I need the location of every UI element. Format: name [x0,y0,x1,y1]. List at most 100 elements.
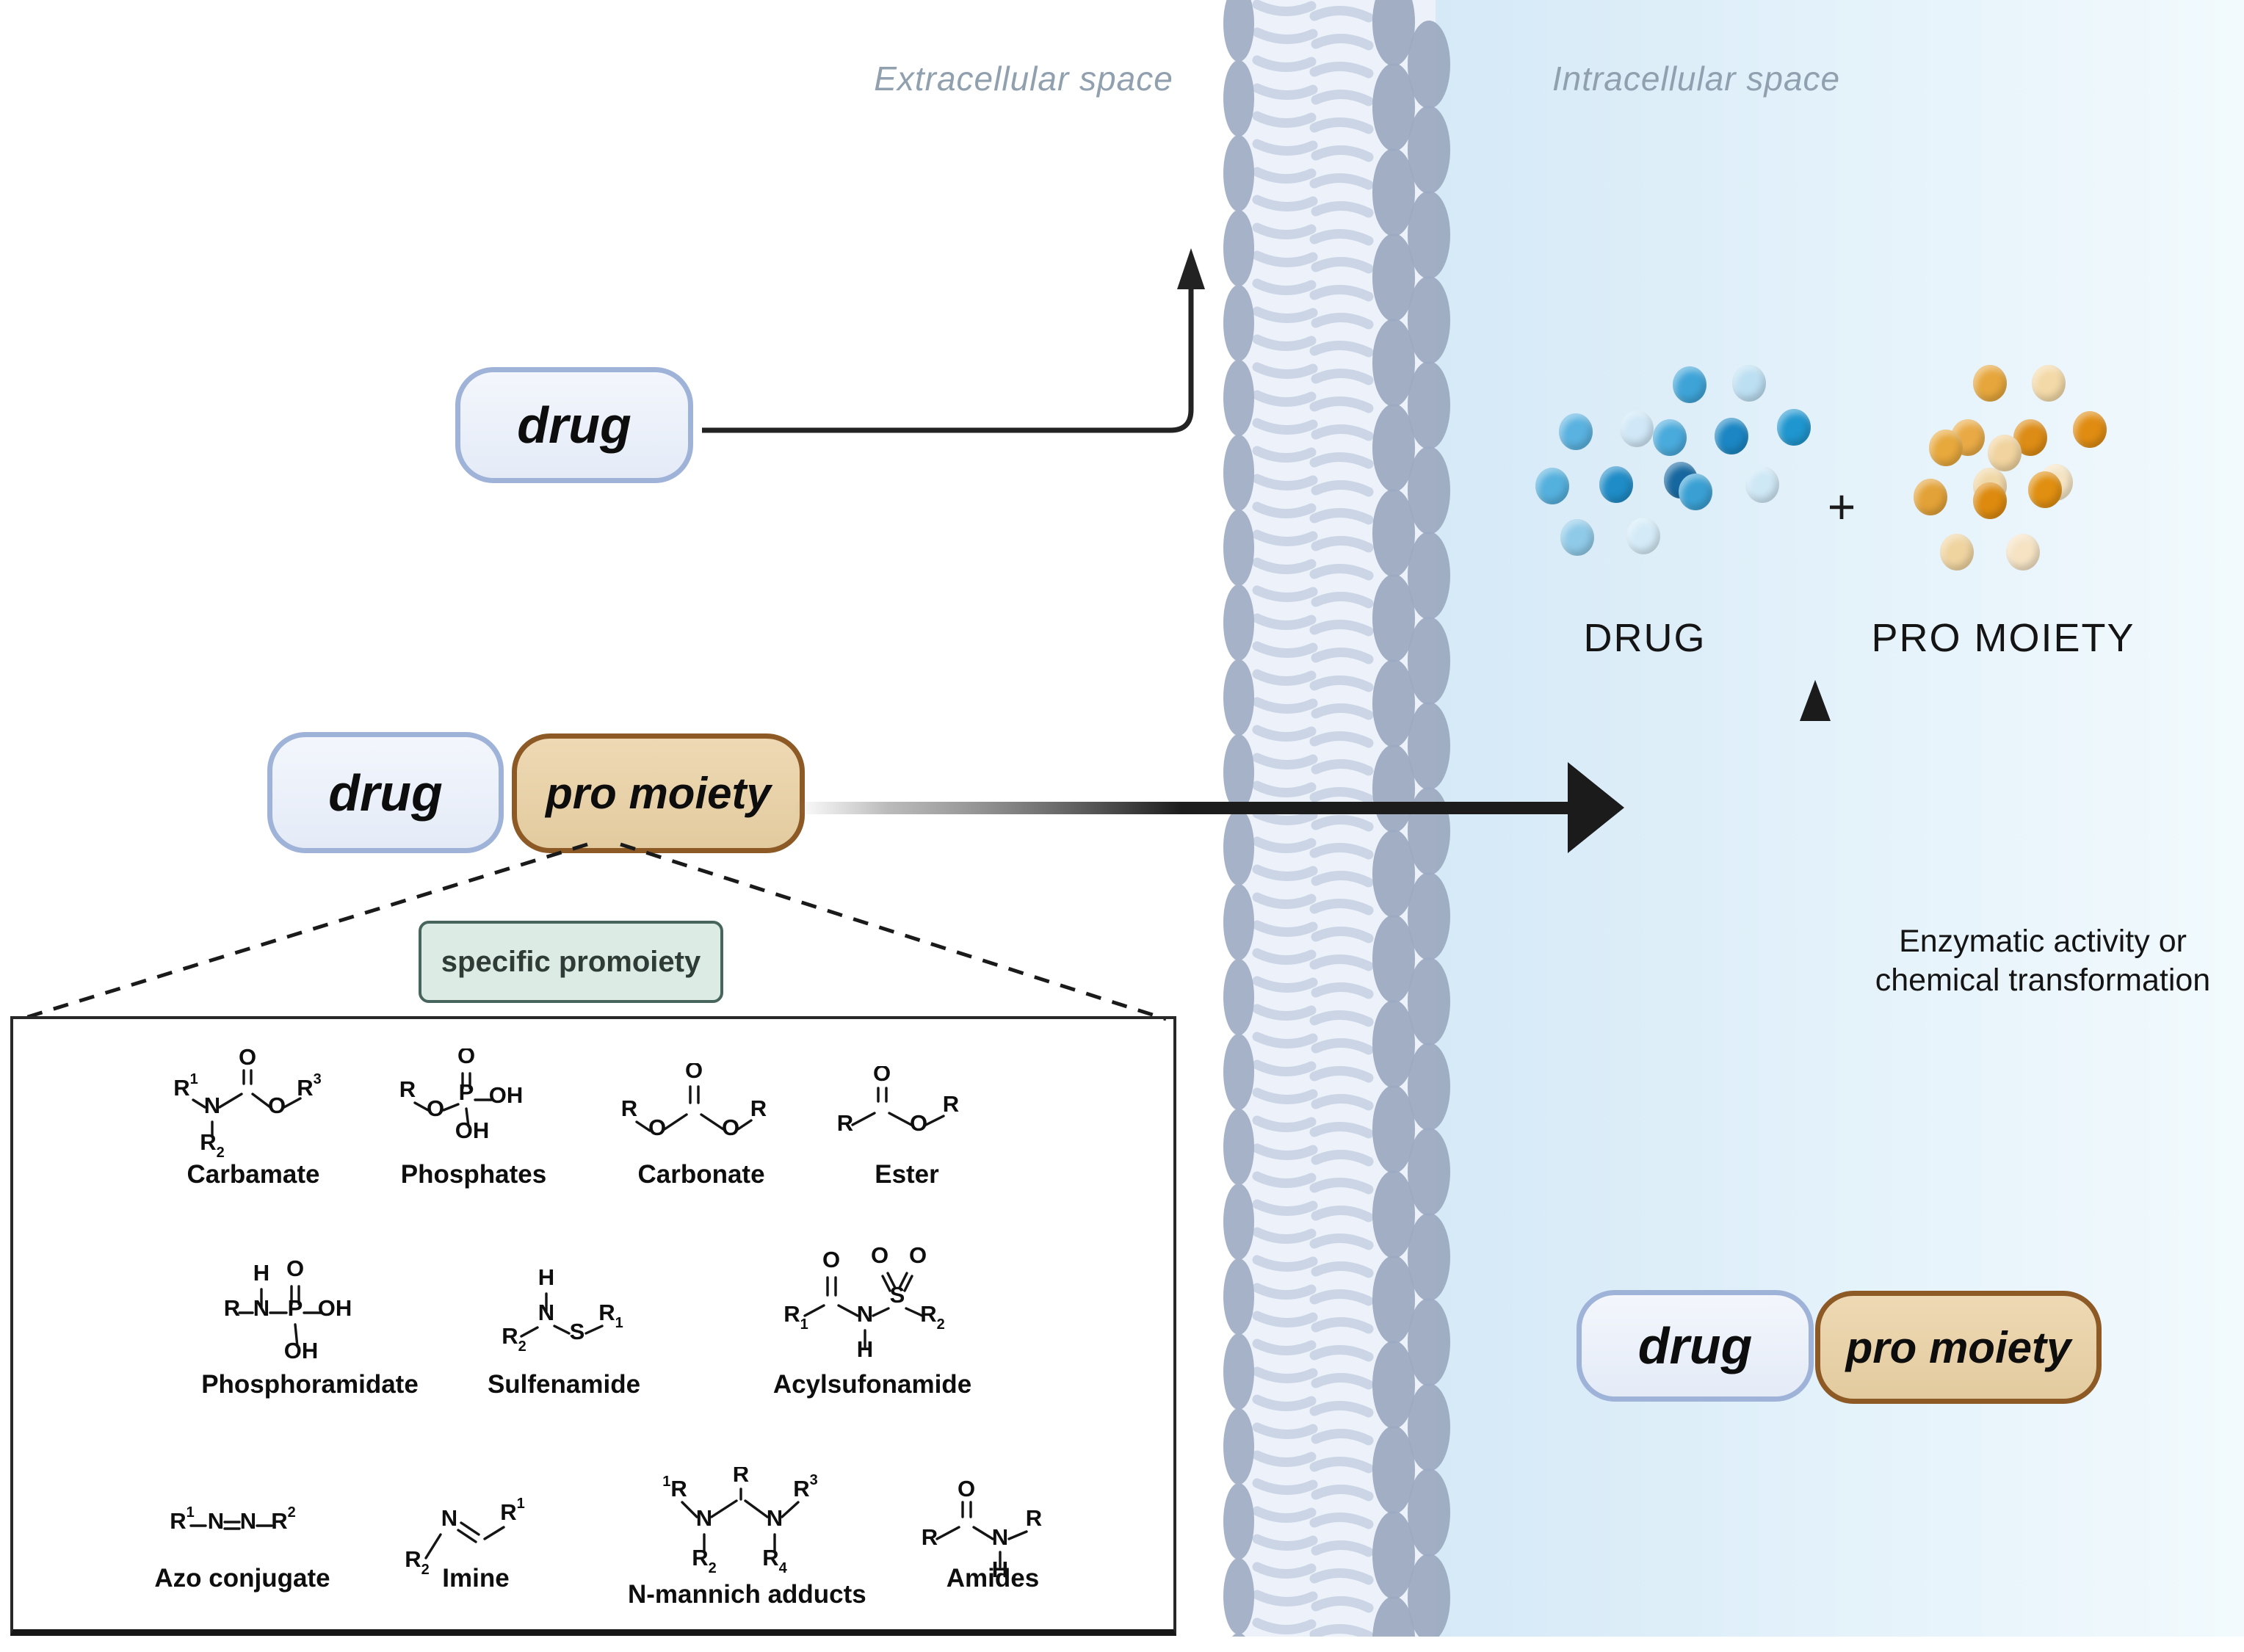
bond [700,1113,725,1131]
lipid-head [1372,830,1415,918]
lipid-tail [1309,898,1374,916]
drug-particle [1620,410,1654,447]
atom-O: O [239,1048,256,1070]
structure-label-carbonate: Carbonate [637,1160,765,1189]
lipid-tail [1252,1032,1318,1049]
lipid-tail [1252,418,1318,435]
lipid-head [1223,1109,1254,1185]
atom-R: R4 [762,1545,787,1576]
lipid-head [1223,510,1254,586]
bond [553,1325,571,1335]
transformation-note: Enzymatic activity or chemical transform… [1875,922,2210,1000]
lipid-head [1223,210,1254,286]
bond [935,1526,960,1540]
structure-label-sulfenamide: Sulfenamide [487,1370,641,1399]
atom-P: P [459,1079,474,1105]
lipid-tail [1252,948,1317,966]
lipid-tail [1311,703,1374,720]
atom-N: N [767,1505,783,1531]
structure-label-phosphoramidate: Phosphoramidate [201,1370,419,1399]
lipid-head [1223,135,1254,211]
lipid-head [1408,276,1450,364]
lipid-head [1408,361,1450,449]
bond [460,1521,480,1536]
transformation-arrow [1800,680,1831,1280]
lipid-head [1372,233,1415,322]
lipid-tail [1309,619,1374,637]
lipid-tail [1311,591,1374,609]
lipid-tail [1252,892,1317,910]
lipid-tail [1311,1316,1374,1334]
membrane [1212,0,1461,1652]
bond [881,1275,891,1292]
lipid-tail [1252,1617,1317,1635]
lipid-tail [1309,954,1374,971]
atom-N: N [696,1505,712,1531]
lipid-tail [1311,200,1374,218]
bond [898,1272,908,1289]
drug-particle [1653,419,1687,456]
atom-R: R [733,1467,749,1487]
lipid-tail [1252,1478,1318,1496]
lipid-tail [1252,1227,1317,1245]
bond [905,1307,924,1317]
promoiety-particle [1940,534,1974,570]
atom-R: R [224,1295,240,1321]
lipid-tail [1311,758,1374,776]
drug-pill-released: drug [1577,1290,1814,1402]
lipid-tail [1252,390,1317,407]
pro-moiety-pill-released-label: pro moiety [1845,1322,2071,1372]
bond [520,1326,539,1338]
lipid-tail [1252,1283,1317,1300]
lipid-tail [1252,1199,1318,1217]
bond [744,1499,769,1518]
lipid-head [1223,659,1254,736]
lipid-tail [1309,1512,1374,1529]
lipid-head [1372,1000,1415,1088]
rejected-arrow [702,248,1205,433]
structure-label-ester: Ester [875,1160,939,1189]
bond [413,1101,430,1112]
atom-R: R2 [200,1129,225,1159]
lipid-tail [1311,1595,1374,1613]
lipid-head [1408,1468,1450,1557]
lipid-tail [1252,976,1318,993]
structure-label-carbamate: Carbamate [187,1160,320,1189]
lipid-tail [1311,1149,1374,1167]
promoiety-particle [2032,365,2066,402]
lipid-head [1223,1558,1254,1634]
lipid-head [1408,617,1450,705]
lipid-tail [1252,1422,1318,1440]
lipid-head [1223,1034,1254,1110]
promoiety-structures-box [10,1016,1176,1636]
lipid-head [1223,1333,1254,1410]
promoiety-particle [1914,479,1947,515]
atom-R: R1 [170,1504,195,1534]
atom-R: R [837,1110,853,1136]
intracellular-label: Intracellular space [1552,59,1841,98]
bond [483,1526,505,1540]
lipid-head [1223,435,1254,511]
drug-particle [1777,409,1811,446]
bond [251,1093,272,1109]
drug-pill-top-label: drug [517,396,631,454]
atom-H: H [253,1260,269,1286]
lipid-tail [1311,535,1374,553]
atom-R: R3 [793,1472,818,1501]
lipid-tail [1252,557,1317,575]
lipid-tail [1252,1311,1318,1328]
lipid-tail [1252,529,1318,547]
lipid-tail [1309,340,1374,358]
specific-promoiety-tag: specific promoiety [419,921,723,1003]
lipid-tail [1309,731,1374,748]
lipid-tail [1252,501,1317,519]
atom-H: H [538,1264,554,1290]
lipid-head [1223,959,1254,1035]
lipid-tail [1311,1372,1374,1390]
lipid-head [1408,446,1450,535]
